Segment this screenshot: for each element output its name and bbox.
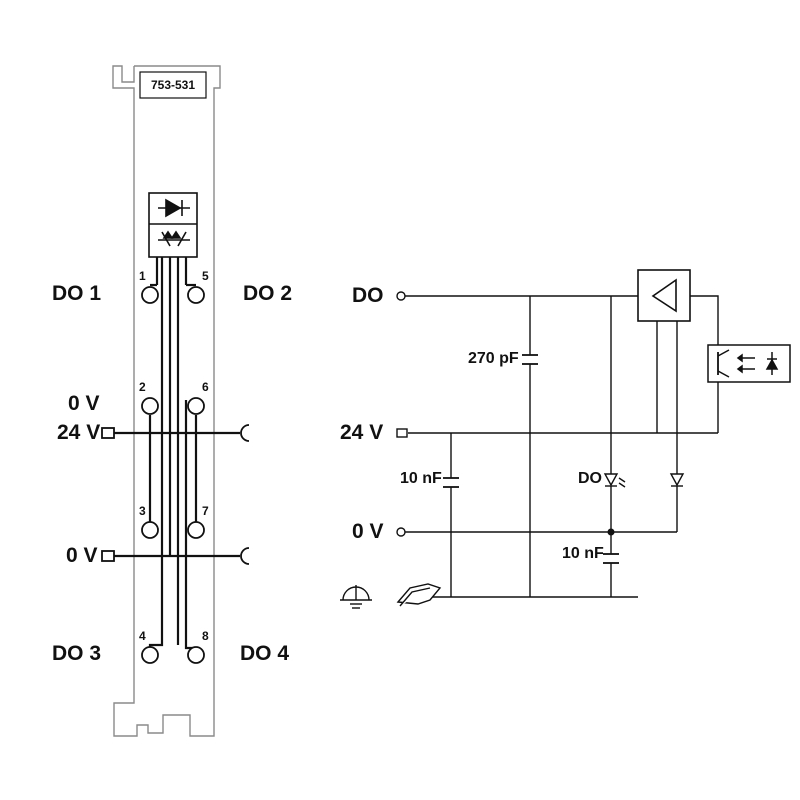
label-0v-top: 0 V: [68, 392, 100, 415]
capacitors: [443, 354, 619, 564]
ground-icon: [340, 585, 372, 609]
terminal-2[interactable]: [141, 397, 159, 415]
terminals: [141, 286, 205, 664]
terminal-number-5: 5: [202, 269, 209, 283]
terminal-24v[interactable]: [396, 428, 408, 438]
label-0v-bottom: 0 V: [66, 544, 98, 567]
jumper-0v-right: [240, 547, 250, 565]
label-10nf-supply: 10 nF: [400, 470, 442, 487]
label-10nf-ground: 10 nF: [562, 545, 604, 562]
din-rail-icon: [396, 583, 442, 607]
terminal-number-2: 2: [139, 380, 146, 394]
terminal-number-4: 4: [139, 629, 146, 643]
part-number: 753-531: [151, 78, 195, 92]
terminal-do[interactable]: [396, 291, 406, 301]
capacitor-10nf-ground: [603, 553, 619, 564]
capacitor-10nf-supply: [443, 477, 459, 488]
label-do3: DO 3: [52, 642, 101, 665]
amplifier-icon: [637, 269, 691, 322]
jumper-24v-right: [240, 424, 250, 442]
label-do1: DO 1: [52, 282, 101, 305]
capacitor-270pf: [522, 354, 538, 365]
terminal-8[interactable]: [187, 646, 205, 664]
terminal-3[interactable]: [141, 521, 159, 539]
terminal-number-6: 6: [202, 380, 209, 394]
jumper-24v-left: [101, 427, 115, 439]
label-do2: DO 2: [243, 282, 292, 305]
terminal-number-8: 8: [202, 629, 209, 643]
terminal-number-1: 1: [139, 269, 146, 283]
terminal-1[interactable]: [141, 286, 159, 304]
label-0v-right: 0 V: [352, 520, 384, 543]
diode-icon: [669, 473, 685, 487]
terminal-number-7: 7: [202, 504, 209, 518]
label-do: DO: [352, 284, 384, 307]
label-do4: DO 4: [240, 642, 289, 665]
junction-dot: [607, 528, 615, 536]
terminal-7[interactable]: [187, 521, 205, 539]
schematic-wires: [405, 295, 719, 598]
label-24v: 24 V: [57, 421, 100, 444]
terminal-6[interactable]: [187, 397, 205, 415]
optocoupler-icon-right: [707, 344, 791, 383]
internal-wires: [114, 257, 240, 650]
power-jumpers: [101, 424, 250, 565]
terminal-4[interactable]: [141, 646, 159, 664]
optocoupler-icon: [148, 192, 198, 258]
terminal-0v[interactable]: [396, 527, 406, 537]
label-led-do: DO: [578, 470, 602, 487]
led-icon: [603, 473, 626, 488]
label-270pf: 270 pF: [468, 350, 519, 367]
label-24v-right: 24 V: [340, 421, 383, 444]
terminal-number-3: 3: [139, 504, 146, 518]
part-number-box: [139, 71, 207, 99]
terminal-5[interactable]: [187, 286, 205, 304]
module-outline: [112, 65, 221, 737]
jumper-0v-left: [101, 550, 115, 562]
